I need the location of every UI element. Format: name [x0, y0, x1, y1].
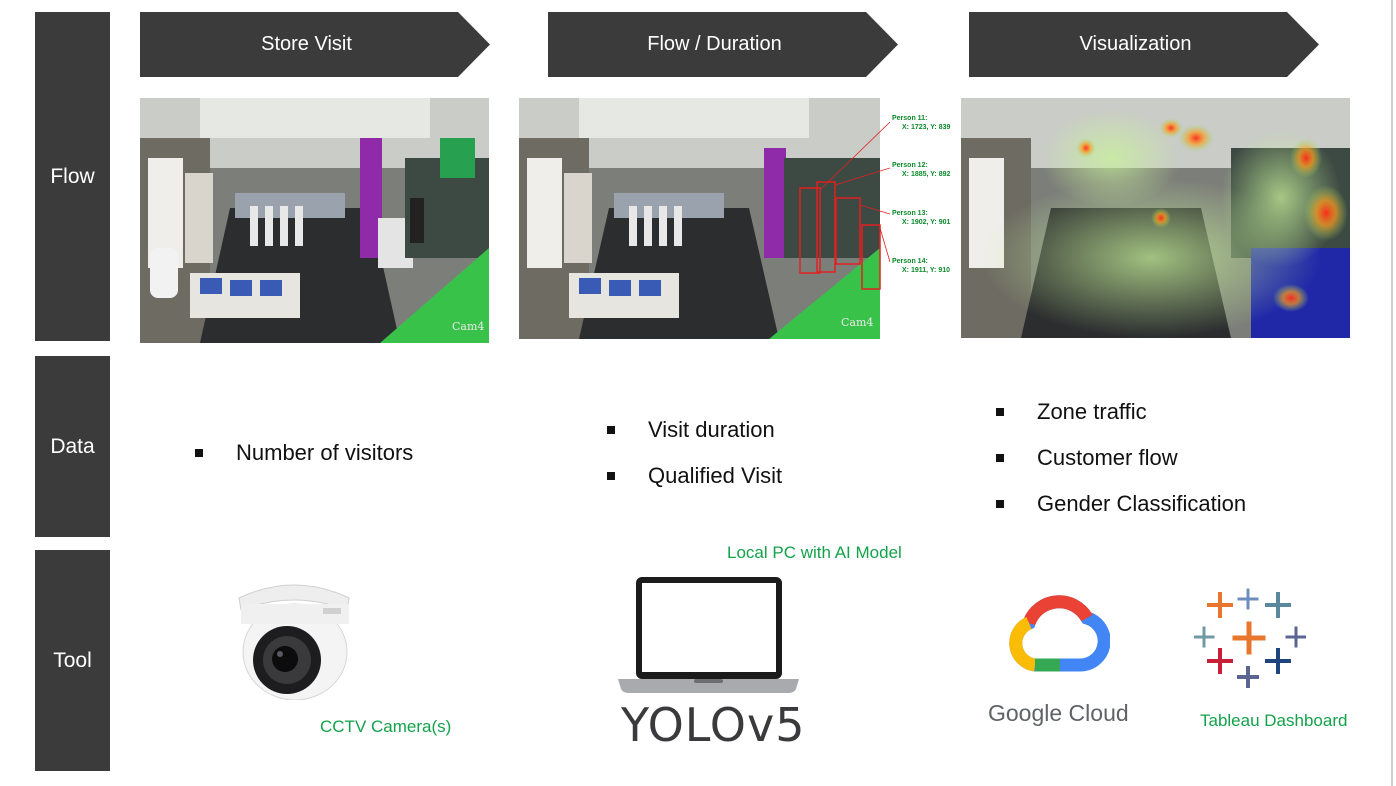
local-pc-caption: Local PC with AI Model — [727, 543, 902, 562]
detection-name: Person 11: — [892, 115, 928, 122]
detection-overlay — [799, 121, 890, 290]
data-item: Customer flow — [996, 435, 1246, 481]
row-label-data-text: Data — [50, 434, 95, 458]
data-item: Visit duration — [607, 407, 782, 453]
store-scene-image — [140, 98, 489, 343]
data-list-store-visit: Number of visitors — [195, 430, 413, 476]
detection-name: Person 12: — [892, 162, 928, 169]
detection-coords: X: 1902, Y: 901 — [902, 219, 951, 226]
yolov5-logo-text: YOLOv5 — [621, 698, 806, 752]
stage-arrow-flow-duration: Flow / Duration — [548, 12, 898, 77]
google-cloud-logo-text: Google Cloud — [988, 700, 1129, 726]
data-item-text: Zone traffic — [1037, 399, 1147, 424]
data-item-text: Customer flow — [1037, 445, 1178, 470]
row-label-tool: Tool — [35, 550, 110, 771]
detection-coords: X: 1885, Y: 892 — [902, 171, 951, 178]
cctv-frame-store-visit: Cam4 — [140, 98, 489, 343]
stage-title-visualization: Visualization — [1079, 33, 1192, 55]
detection-coords: X: 1911, Y: 910 — [902, 267, 950, 274]
arrow-shape — [140, 12, 490, 77]
data-item-text: Qualified Visit — [648, 463, 783, 488]
stage-arrow-visualization: Visualization — [969, 12, 1319, 77]
arrow-shape — [548, 12, 898, 77]
row-label-flow-text: Flow — [50, 164, 95, 188]
data-item-text: Gender Classification — [1037, 491, 1247, 516]
row-label-data: Data — [35, 356, 110, 537]
laptop-icon — [618, 577, 799, 693]
stage-arrow-store-visit: Store Visit — [140, 12, 490, 77]
cctv-camera-icon — [238, 584, 350, 700]
bounding-box-person-12 — [816, 181, 836, 273]
tableau-caption: Tableau Dashboard — [1200, 711, 1348, 730]
data-item: Gender Classification — [996, 481, 1246, 527]
detection-annotation-4: Person 14: X: 1911, Y: 910 — [892, 257, 950, 275]
google-cloud-icon — [1009, 595, 1110, 672]
row-label-tool-text: Tool — [53, 648, 92, 672]
detection-name: Person 13: — [892, 210, 928, 217]
data-list-visualization: Zone traffic Customer flow Gender Classi… — [996, 389, 1246, 527]
data-item-text: Number of visitors — [236, 440, 414, 465]
stage-title-flow-duration: Flow / Duration — [647, 33, 782, 55]
data-item: Zone traffic — [996, 389, 1246, 435]
camera-id-label: Cam4 — [841, 316, 874, 329]
stage-title-store-visit: Store Visit — [261, 33, 352, 55]
detection-annotation-2: Person 12: X: 1885, Y: 892 — [892, 161, 950, 179]
data-item: Number of visitors — [195, 430, 413, 476]
heatmap-image — [961, 98, 1350, 338]
camera-id-label: Cam4 — [452, 320, 485, 333]
cctv-camera-caption: CCTV Camera(s) — [320, 717, 452, 736]
detection-coords: X: 1723, Y: 839 — [902, 124, 951, 131]
yolov5-logo: YOLOv5 — [621, 700, 805, 750]
bounding-box-person-13 — [835, 197, 861, 265]
detection-annotation-1: Person 11: X: 1723, Y: 839 — [892, 114, 950, 132]
tableau-icon — [1194, 588, 1306, 688]
bounding-box-person-14 — [861, 224, 881, 290]
page-border — [1391, 0, 1393, 786]
arrow-shape — [969, 12, 1319, 77]
data-item-text: Visit duration — [648, 417, 775, 442]
heatmap-visualization — [961, 98, 1350, 338]
row-label-flow: Flow — [35, 12, 110, 341]
data-list-flow-duration: Visit duration Qualified Visit — [607, 407, 782, 499]
detection-name: Person 14: — [892, 258, 928, 265]
detection-annotation-3: Person 13: X: 1902, Y: 901 — [892, 209, 950, 227]
bounding-box-person-11 — [799, 187, 821, 274]
data-item: Qualified Visit — [607, 453, 782, 499]
